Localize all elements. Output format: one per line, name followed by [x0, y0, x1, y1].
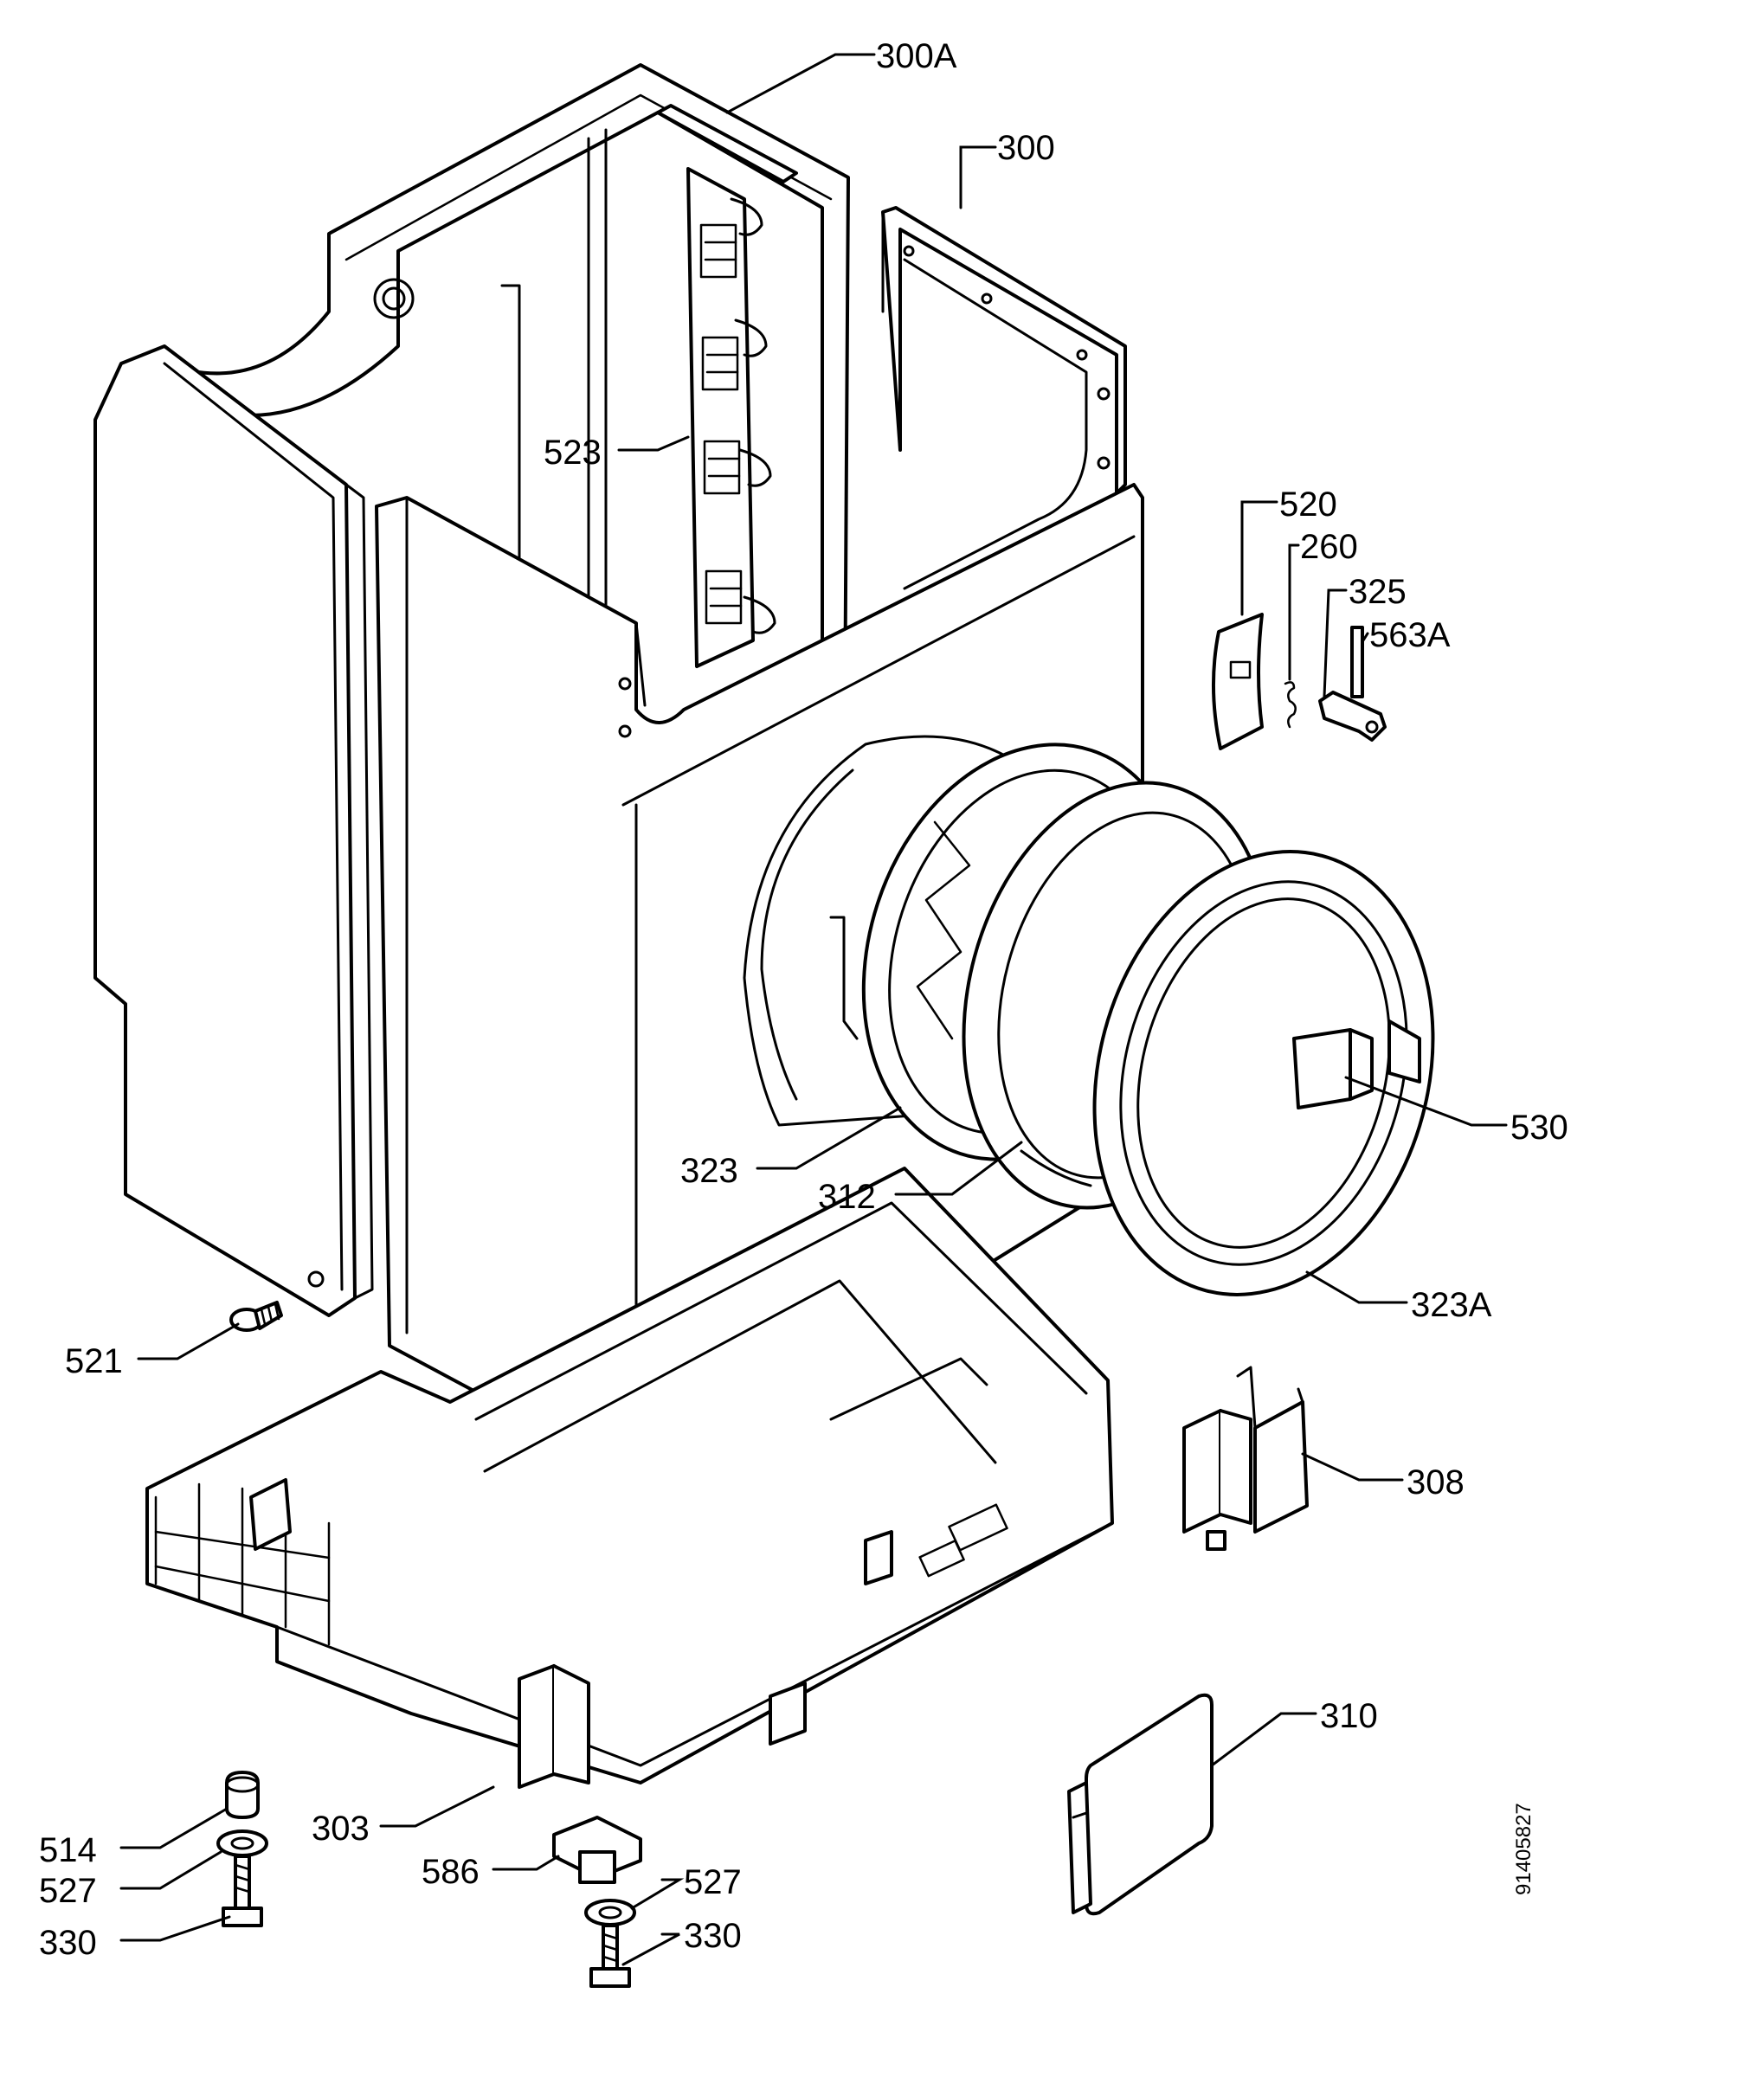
leader-330b [621, 1932, 680, 1966]
leader-312 [894, 1141, 1023, 1196]
leader-300A [725, 53, 876, 114]
hinge-308 [1182, 1366, 1309, 1551]
bracket-523 [686, 167, 776, 668]
label-330-left: 330 [39, 1924, 97, 1962]
base-ribs [154, 1482, 331, 1646]
label-523: 523 [544, 434, 602, 472]
left-side-panel [93, 344, 374, 1317]
label-330-center: 330 [684, 1917, 742, 1955]
leader-310 [1210, 1712, 1317, 1767]
leader-527a [119, 1850, 222, 1890]
leader-527b [630, 1878, 685, 1910]
leader-308 [1301, 1452, 1404, 1482]
label-300: 300 [997, 129, 1055, 167]
leader-514 [119, 1807, 229, 1849]
door-handle-530 [1292, 1019, 1421, 1109]
label-260: 260 [1300, 528, 1358, 566]
label-300A: 300A [876, 37, 957, 75]
leader-586 [492, 1855, 560, 1871]
label-303: 303 [312, 1810, 370, 1848]
label-527-center: 527 [684, 1863, 742, 1901]
foot-screw-330-left [222, 1855, 263, 1927]
service-flap-310 [1067, 1693, 1214, 1916]
washer-527-left [216, 1829, 268, 1857]
label-521: 521 [65, 1342, 123, 1380]
leader-520 [1240, 500, 1278, 616]
leader-323 [756, 1106, 902, 1170]
label-312: 312 [818, 1178, 876, 1216]
label-323A: 323A [1411, 1286, 1492, 1324]
leader-323A [1305, 1270, 1408, 1304]
lock-cover-520 [1212, 613, 1264, 750]
leader-325 [1323, 588, 1348, 698]
door-frame-323A [1092, 850, 1435, 1296]
door-opening [743, 735, 1068, 1127]
label-530: 530 [1510, 1109, 1568, 1147]
spring-260 [1284, 681, 1297, 729]
leader-563A [1362, 632, 1369, 642]
leader-330a [119, 1915, 231, 1942]
label-308: 308 [1407, 1463, 1465, 1501]
label-527-left: 527 [39, 1872, 97, 1910]
washer-527-center [584, 1899, 636, 1926]
base-plinth-303 [145, 1167, 1114, 1789]
leader-521 [137, 1322, 240, 1360]
leader-303 [379, 1785, 495, 1828]
foot-bracket-586 [552, 1816, 642, 1884]
leader-530 [1344, 1076, 1508, 1127]
top-rail-strip [656, 104, 798, 183]
label-310: 310 [1320, 1697, 1378, 1735]
leader-300 [959, 145, 997, 209]
leader-260 [1288, 543, 1300, 681]
bracket-slots [699, 223, 743, 625]
label-325: 325 [1349, 573, 1407, 611]
leader-lines [119, 53, 1508, 1966]
leader-523 [617, 435, 690, 452]
pin-563A [1350, 626, 1364, 698]
label-514: 514 [39, 1831, 97, 1869]
document-id: 91405827 [1512, 1803, 1535, 1895]
label-323: 323 [680, 1152, 738, 1190]
part-labels: 300A 300 523 520 260 325 563A 530 323 31… [39, 37, 1568, 1962]
label-520: 520 [1279, 485, 1337, 524]
lever-325 [1318, 691, 1387, 742]
foot-screw-330-center [589, 1924, 631, 1988]
foot-cap-514 [225, 1771, 260, 1819]
label-563A: 563A [1369, 616, 1451, 654]
screw-521 [229, 1301, 283, 1332]
label-586: 586 [422, 1853, 480, 1891]
